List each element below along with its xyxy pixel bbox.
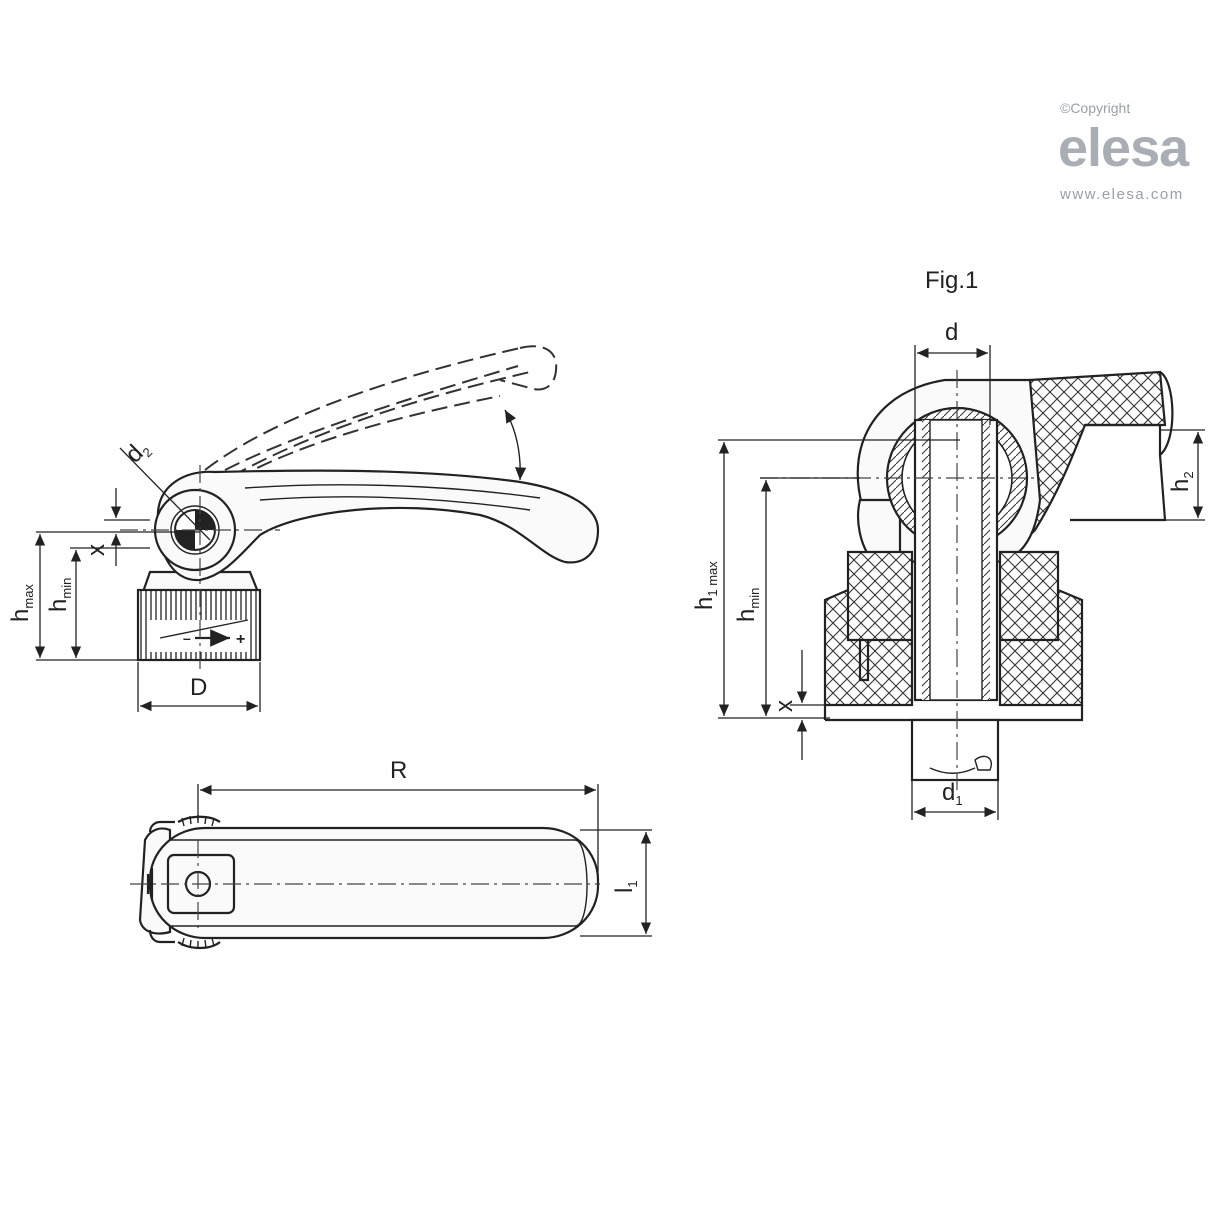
swing-arrow xyxy=(504,409,527,481)
dim-D: D xyxy=(190,674,207,701)
dim-hmin: hmin xyxy=(45,578,74,612)
lever-side-view: – + d2 hmax hmin x xyxy=(7,345,600,712)
dim-R: R xyxy=(390,757,407,784)
scale-plus: + xyxy=(236,631,245,648)
dim-hmin-section: hmin xyxy=(733,588,762,622)
dim-d2: d2 xyxy=(120,435,155,470)
copyright-text: ©Copyright xyxy=(1060,100,1130,116)
dim-hmax: hmax xyxy=(7,584,36,622)
dim-h1max: h1 max xyxy=(691,561,720,610)
lever-body xyxy=(156,469,600,582)
dim-d1: d1 xyxy=(942,779,963,808)
brand-block: ©Copyright elesa www.elesa.com xyxy=(1058,100,1191,203)
website-text: www.elesa.com xyxy=(1059,186,1184,203)
section-view: d d1 h1 max hmin x h2 xyxy=(691,319,1205,820)
knurled-nut: – + xyxy=(136,570,262,662)
dim-h2: h2 xyxy=(1167,471,1196,492)
lever-top-view: R l1 xyxy=(130,757,652,950)
dim-x: x xyxy=(83,544,110,556)
elesa-logo: elesa xyxy=(1058,118,1190,178)
figure-label: Fig.1 xyxy=(925,267,978,294)
dim-x-section: x xyxy=(771,700,798,712)
scale-minus: – xyxy=(183,630,191,646)
dim-d: d xyxy=(945,319,958,346)
dim-l1: l1 xyxy=(611,880,640,893)
